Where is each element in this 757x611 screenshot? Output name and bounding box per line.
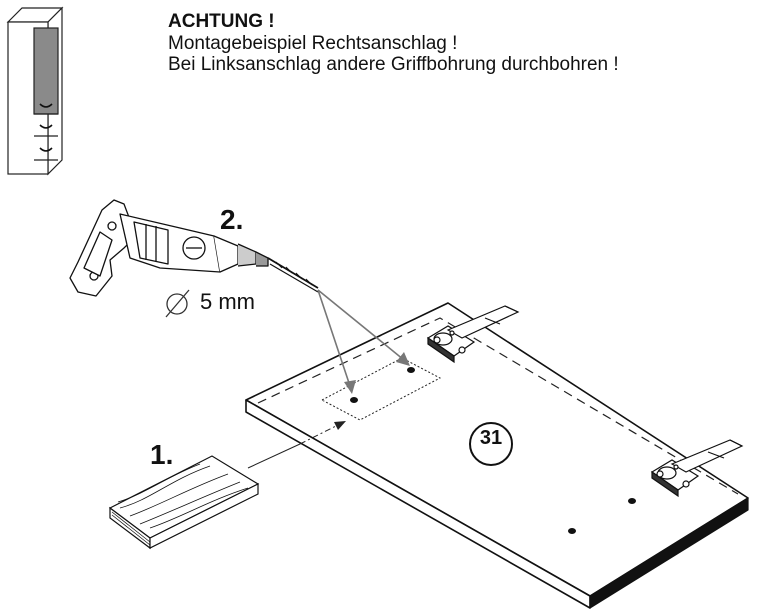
panel-edge-line [257, 317, 739, 495]
step-2-label: 2. [220, 204, 244, 235]
hinge-bottom-icon [650, 439, 744, 498]
placement-arrow [299, 423, 341, 445]
handle-hole [350, 397, 358, 403]
drill-arrow [317, 289, 405, 361]
step-1-label: 1. [150, 439, 174, 470]
placement-line [247, 443, 301, 469]
hole [568, 528, 576, 534]
part-number-circle [469, 422, 513, 466]
drill-arrow [317, 289, 351, 387]
notice-title: ACHTUNG ! [168, 11, 275, 32]
placement-arrowhead [334, 421, 346, 430]
notice-line-2: Bei Linksanschlag andere Griffbohrung du… [168, 54, 619, 75]
wood-block-icon [108, 455, 260, 550]
notice-line-1: Montagebeispiel Rechtsanschlag ! [168, 33, 458, 54]
drill-size-label: 5 mm [200, 289, 255, 314]
part-number-label: 31 [479, 427, 503, 449]
cabinet-thumbnail-icon [6, 6, 64, 176]
handle-hole [407, 367, 415, 373]
drill-icon [69, 199, 319, 297]
diameter-icon [165, 289, 190, 318]
drill-arrowhead [396, 352, 410, 366]
handle-position-outline [320, 357, 442, 421]
hole [628, 498, 636, 504]
hinge-top-icon [426, 305, 520, 364]
drill-arrowhead [344, 380, 356, 394]
